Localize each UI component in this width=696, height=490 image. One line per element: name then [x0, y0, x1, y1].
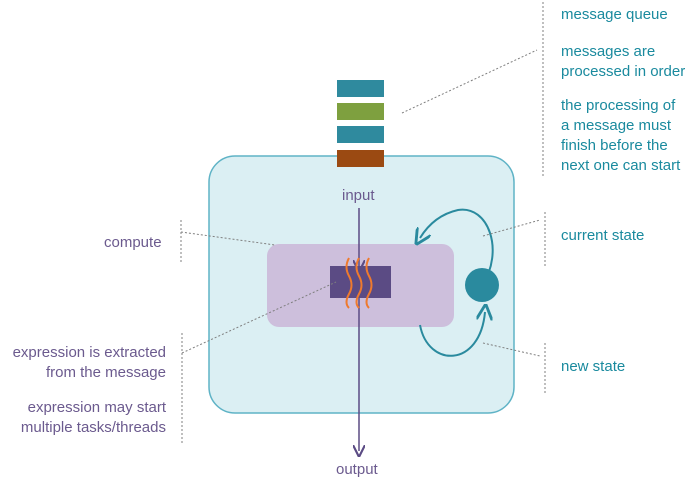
new-state-arc [419, 312, 485, 357]
processing-must-finish-label: the processing of a message must finish … [561, 97, 681, 174]
queue-message-2 [337, 103, 384, 120]
message-queue-label: message queue [561, 6, 668, 23]
new-state-leader-line [482, 342, 541, 357]
expression-leader-line [181, 281, 337, 354]
queue-message-3 [337, 126, 384, 143]
state-circle-icon [465, 268, 499, 302]
output-label: output [336, 461, 378, 478]
expression-extracted-label: expression is extracted from the message [12, 344, 166, 381]
message-queue-icon [337, 80, 384, 167]
current-state-arc [420, 208, 494, 287]
input-label: input [342, 187, 375, 204]
queue-message-1 [337, 80, 384, 97]
current-state-leader-line [482, 219, 541, 237]
expression-tasks-label: expression may start multiple tasks/thre… [20, 399, 166, 436]
queue-message-4 [337, 150, 384, 167]
processed-in-order-label: messages are processed in order [561, 43, 686, 80]
wavy-threads-icon [345, 257, 373, 309]
current-state-label: current state [561, 227, 645, 244]
queue-leader-line [401, 49, 538, 114]
new-state-label: new state [561, 358, 626, 375]
compute-label: compute [104, 234, 162, 251]
